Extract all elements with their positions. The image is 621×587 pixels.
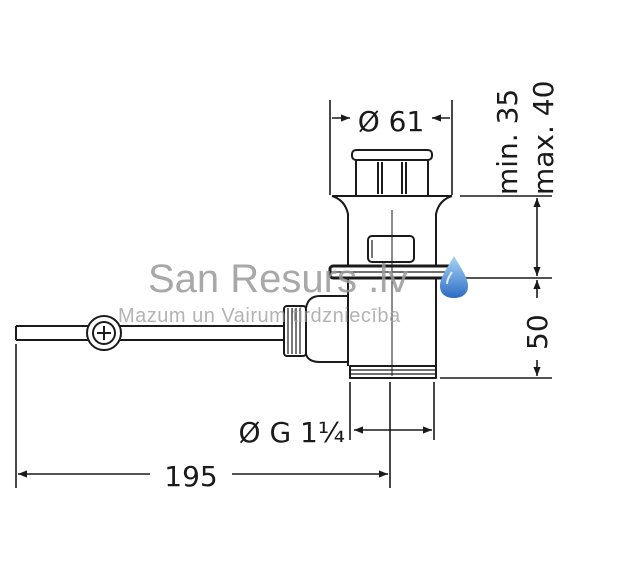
length-label: 195 (164, 460, 217, 493)
drain-flange (331, 195, 453, 266)
max-label: max. 40 (527, 81, 560, 195)
height-dimensions (440, 195, 552, 379)
length-dimension (15, 344, 391, 488)
thread-dimension (349, 382, 435, 440)
side-outlet (283, 295, 348, 363)
top-diameter-label: Ø 61 (358, 105, 425, 138)
drain-body (347, 210, 437, 379)
height-label: 50 (521, 314, 554, 350)
thread-label: Ø G 1¼ (239, 416, 346, 449)
plug-cap (332, 149, 452, 197)
pull-rod (15, 315, 284, 351)
watermark-subtitle: Mazum un Vairum tirdzniecība (118, 305, 401, 327)
watermark: San Resurs .lv Mazum un Vairum tirdzniec… (118, 256, 468, 327)
water-drop-icon (440, 256, 468, 298)
top-diameter-dimension (329, 100, 453, 195)
watermark-title: San Resurs .lv (148, 257, 408, 301)
min-label: min. 35 (491, 89, 524, 195)
